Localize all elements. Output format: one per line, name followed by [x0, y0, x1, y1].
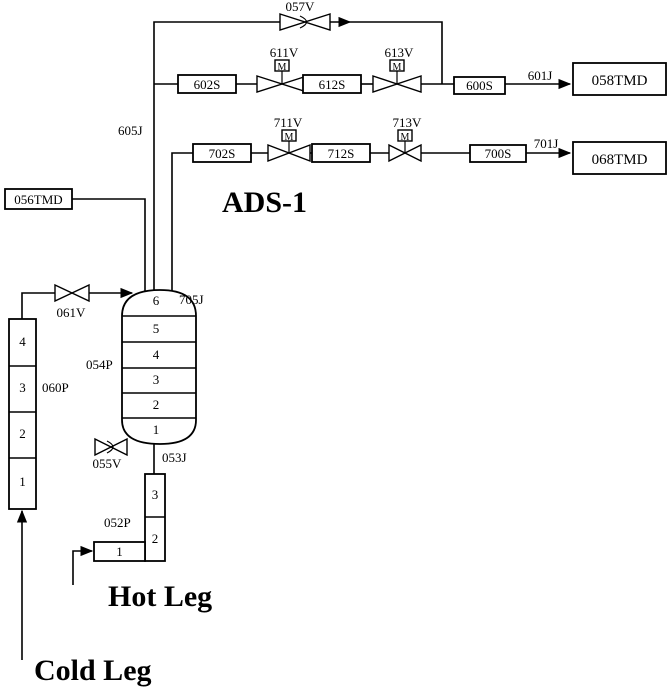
valve-057v[interactable]: 057V: [279, 0, 331, 31]
pipe-060p-cell: 2: [19, 426, 26, 441]
svg-text:058TMD: 058TMD: [592, 73, 648, 89]
pipe-060p: 4 3 2 1: [8, 318, 37, 510]
valve-611v[interactable]: M 611V: [256, 45, 308, 93]
pipe-052p-cell: 2: [152, 531, 159, 546]
junction-705j: 705J: [179, 292, 204, 307]
junction-053j: 053J: [162, 450, 187, 465]
tmd-058tmd: 058TMD: [572, 62, 667, 96]
tank-cell-label: 1: [153, 422, 160, 437]
pipe-060p-label: 060P: [42, 380, 69, 395]
tank-cell-label: 6: [153, 293, 160, 308]
tank-054p: 6 5 4 3 2 1: [121, 289, 197, 445]
pipe-052p: 3 2 1: [93, 473, 166, 562]
valve-613v[interactable]: M 613V: [372, 45, 422, 93]
tmd-068tmd: 068TMD: [572, 141, 667, 175]
pipe-060p-cell: 3: [19, 380, 26, 395]
tmd-056tmd: 056TMD: [4, 188, 146, 292]
segment-700s: 700S: [469, 144, 527, 163]
motor-label: M: [393, 62, 402, 73]
svg-text:700S: 700S: [485, 146, 512, 161]
hot-leg-inflow-arrow: [72, 545, 94, 585]
tank-cell-label: 2: [153, 397, 160, 412]
pipe-052p-cell: 3: [152, 487, 159, 502]
line-061v: [21, 287, 134, 319]
line-700-series: [171, 147, 572, 292]
svg-text:056TMD: 056TMD: [14, 192, 62, 207]
segment-602s: 602S: [177, 74, 237, 94]
segment-600s: 600S: [453, 76, 506, 95]
pipe-052p-label: 052P: [104, 515, 131, 530]
cold-leg-label: Cold Leg: [34, 654, 152, 687]
valve-611v-label: 611V: [270, 45, 299, 60]
svg-text:712S: 712S: [328, 146, 355, 161]
valve-057v-label: 057V: [286, 0, 316, 14]
svg-text:602S: 602S: [194, 77, 221, 92]
segment-712s: 712S: [311, 143, 371, 163]
valve-061v[interactable]: 061V: [54, 283, 90, 320]
valve-055v[interactable]: 055V: [93, 437, 128, 471]
tank-cell-label: 5: [153, 321, 160, 336]
valve-055v-label: 055V: [93, 456, 123, 471]
svg-text:068TMD: 068TMD: [592, 152, 648, 168]
hot-leg-label: Hot Leg: [108, 580, 212, 613]
svg-text:600S: 600S: [466, 78, 493, 93]
valve-613v-label: 613V: [385, 45, 415, 60]
motor-label: M: [278, 62, 287, 73]
line-057v-bypass: [153, 16, 443, 292]
valve-061v-label: 061V: [57, 305, 87, 320]
valve-711v[interactable]: M 711V: [267, 115, 311, 163]
tank-cell-label: 4: [153, 347, 160, 362]
valve-711v-label: 711V: [274, 115, 303, 130]
motor-label: M: [401, 132, 410, 143]
junction-701j: 701J: [534, 136, 559, 151]
motor-label: M: [285, 132, 294, 143]
segment-612s: 612S: [302, 74, 362, 94]
valve-713v-label: 713V: [393, 115, 423, 130]
tank-cell-label: 3: [153, 372, 160, 387]
diagram-title: ADS-1: [222, 186, 307, 219]
junction-605j: 605J: [118, 123, 143, 138]
junction-601j: 601J: [528, 68, 553, 83]
tank-054p-label: 054P: [86, 357, 113, 372]
svg-text:612S: 612S: [319, 77, 346, 92]
valve-713v[interactable]: M 713V: [388, 115, 423, 163]
segment-702s: 702S: [192, 143, 252, 163]
pipe-060p-cell: 1: [19, 474, 26, 489]
pipe-060p-cell: 4: [19, 334, 26, 349]
svg-text:702S: 702S: [209, 146, 236, 161]
pipe-052p-cell: 1: [116, 544, 123, 559]
